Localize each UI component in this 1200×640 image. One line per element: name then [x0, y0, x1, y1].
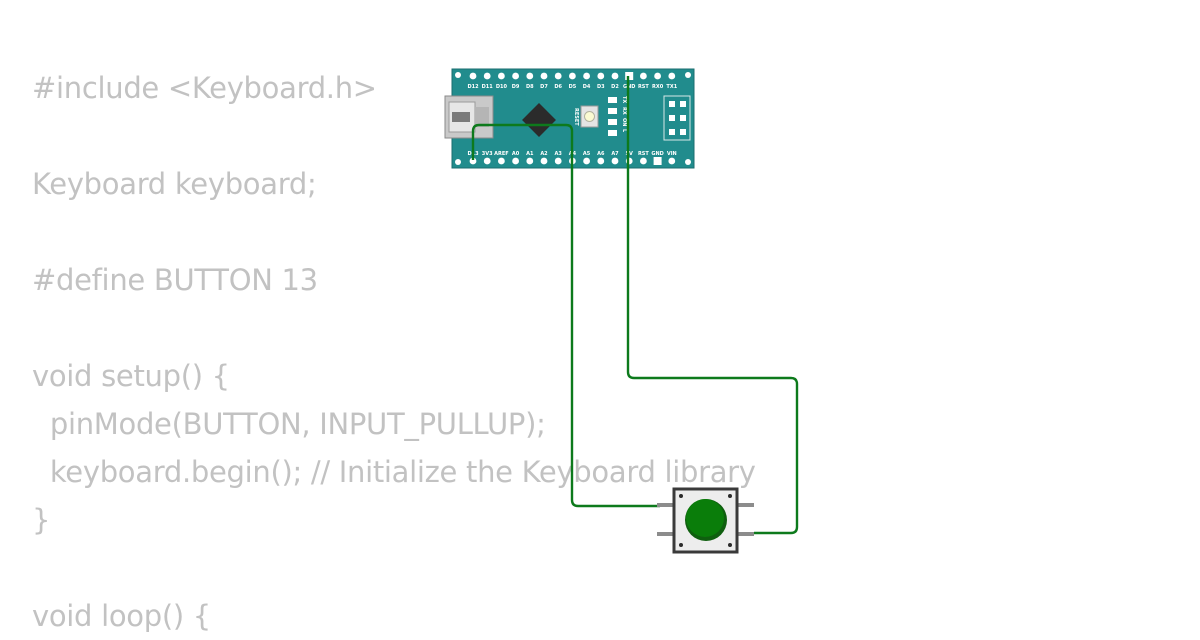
led-label: TX	[621, 96, 627, 103]
top-pin[interactable]	[640, 72, 647, 80]
bottom-pin[interactable]	[526, 157, 534, 165]
bottom-pin[interactable]	[653, 157, 662, 165]
top-pin[interactable]	[526, 72, 534, 80]
bottom-pin[interactable]	[469, 157, 477, 165]
top-pin-label: D5	[569, 84, 577, 90]
icsp-header	[663, 95, 691, 141]
led-label: RX	[621, 107, 627, 115]
top-pin-label: RX0	[652, 84, 664, 90]
bottom-pin[interactable]	[597, 157, 605, 165]
bottom-pin[interactable]	[512, 157, 519, 165]
top-pin-label: D9	[512, 84, 520, 90]
top-pin[interactable]	[611, 72, 619, 80]
bottom-pin-label: 5V	[626, 151, 633, 157]
led-label: ON	[621, 118, 627, 126]
bottom-pin-label: A6	[597, 151, 605, 157]
bottom-pin-label: A1	[526, 151, 534, 157]
top-pin[interactable]	[498, 72, 505, 80]
top-pin[interactable]	[597, 72, 605, 80]
bottom-pin-label: A7	[611, 151, 619, 157]
code-line: #define BUTTON 13	[32, 263, 318, 297]
top-pin-label: D4	[583, 84, 591, 90]
bottom-pin-label: AREF	[494, 151, 509, 157]
code-line: }	[32, 503, 51, 537]
bottom-pin[interactable]	[498, 157, 505, 165]
top-pin[interactable]	[668, 72, 676, 80]
code-line: keyboard.begin(); // Initialize the Keyb…	[32, 455, 756, 489]
top-pin[interactable]	[583, 72, 590, 80]
bottom-pin-label: A5	[583, 151, 591, 157]
bottom-pin-label: A2	[540, 151, 548, 157]
bottom-pin[interactable]	[540, 157, 548, 165]
bottom-pin[interactable]	[583, 157, 590, 165]
code-line: void loop() {	[32, 599, 211, 633]
bottom-pin[interactable]	[640, 157, 647, 165]
top-pin[interactable]	[569, 72, 576, 80]
top-pin-label: D2	[611, 84, 619, 90]
top-pin-label: D8	[526, 84, 534, 90]
top-pin-label: TX1	[666, 84, 677, 90]
code-line: Keyboard keyboard;	[32, 167, 317, 201]
reset-label: RESET	[573, 108, 579, 126]
top-pin-label: RST	[638, 84, 649, 90]
bottom-pin-label: A3	[555, 151, 563, 157]
bottom-pin[interactable]	[611, 157, 619, 165]
bottom-pin-label: GND	[651, 151, 663, 157]
top-pin[interactable]	[469, 72, 477, 80]
top-pin[interactable]	[554, 72, 562, 80]
usb-connector	[444, 95, 494, 139]
pushbutton[interactable]	[657, 487, 754, 554]
code-listing: #include <Keyboard.h> Keyboard keyboard; #…	[32, 64, 756, 640]
bottom-pin[interactable]	[668, 157, 676, 165]
reset-button[interactable]	[580, 105, 599, 128]
led-labels: TX RX ON L	[621, 96, 627, 133]
code-line: #include <Keyboard.h>	[32, 71, 377, 105]
wire-gnd-to-button[interactable]	[626, 76, 799, 535]
code-line: pinMode(BUTTON, INPUT_PULLUP);	[32, 407, 546, 441]
bottom-pin[interactable]	[554, 157, 562, 165]
led-label: L	[621, 129, 627, 133]
status-leds	[608, 97, 617, 136]
wire-d13-to-button[interactable]	[471, 123, 660, 508]
top-pin-label: D10	[496, 84, 508, 90]
top-pin-label: D7	[540, 84, 548, 90]
bottom-pin-label: RST	[638, 151, 649, 157]
bottom-pin-label: VIN	[667, 151, 677, 157]
code-line: void setup() {	[32, 359, 230, 393]
top-pin-label: D6	[554, 84, 562, 90]
top-pin[interactable]	[512, 72, 519, 80]
top-pin-label: D3	[597, 84, 605, 90]
top-pin[interactable]	[483, 72, 491, 80]
bottom-pin-label: 3V3	[482, 151, 493, 157]
top-pin[interactable]	[540, 72, 548, 80]
bottom-pin-label: A0	[512, 151, 520, 157]
bottom-pin[interactable]	[483, 157, 491, 165]
top-pin[interactable]	[654, 72, 661, 80]
top-pin-label: D11	[482, 84, 494, 90]
top-pin-label: D12	[467, 84, 479, 90]
